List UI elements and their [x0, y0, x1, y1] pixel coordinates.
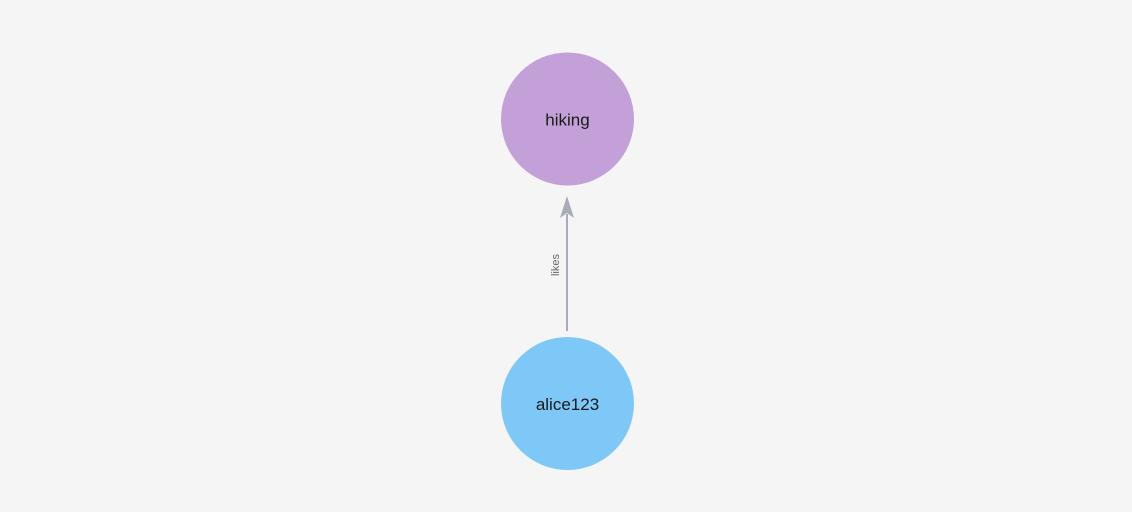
node-hiking-circle: [501, 52, 634, 186]
node-hiking[interactable]: hiking: [501, 52, 634, 186]
node-alice123-circle: [501, 337, 634, 470]
edge-alice123-likes-hiking[interactable]: likes: [550, 196, 574, 331]
node-alice123[interactable]: alice123: [501, 337, 634, 470]
edge-label-likes: likes: [550, 254, 562, 277]
node-alice123-label: alice123: [536, 395, 599, 414]
node-hiking-label: hiking: [545, 110, 589, 129]
arrowhead-icon: [560, 196, 574, 218]
